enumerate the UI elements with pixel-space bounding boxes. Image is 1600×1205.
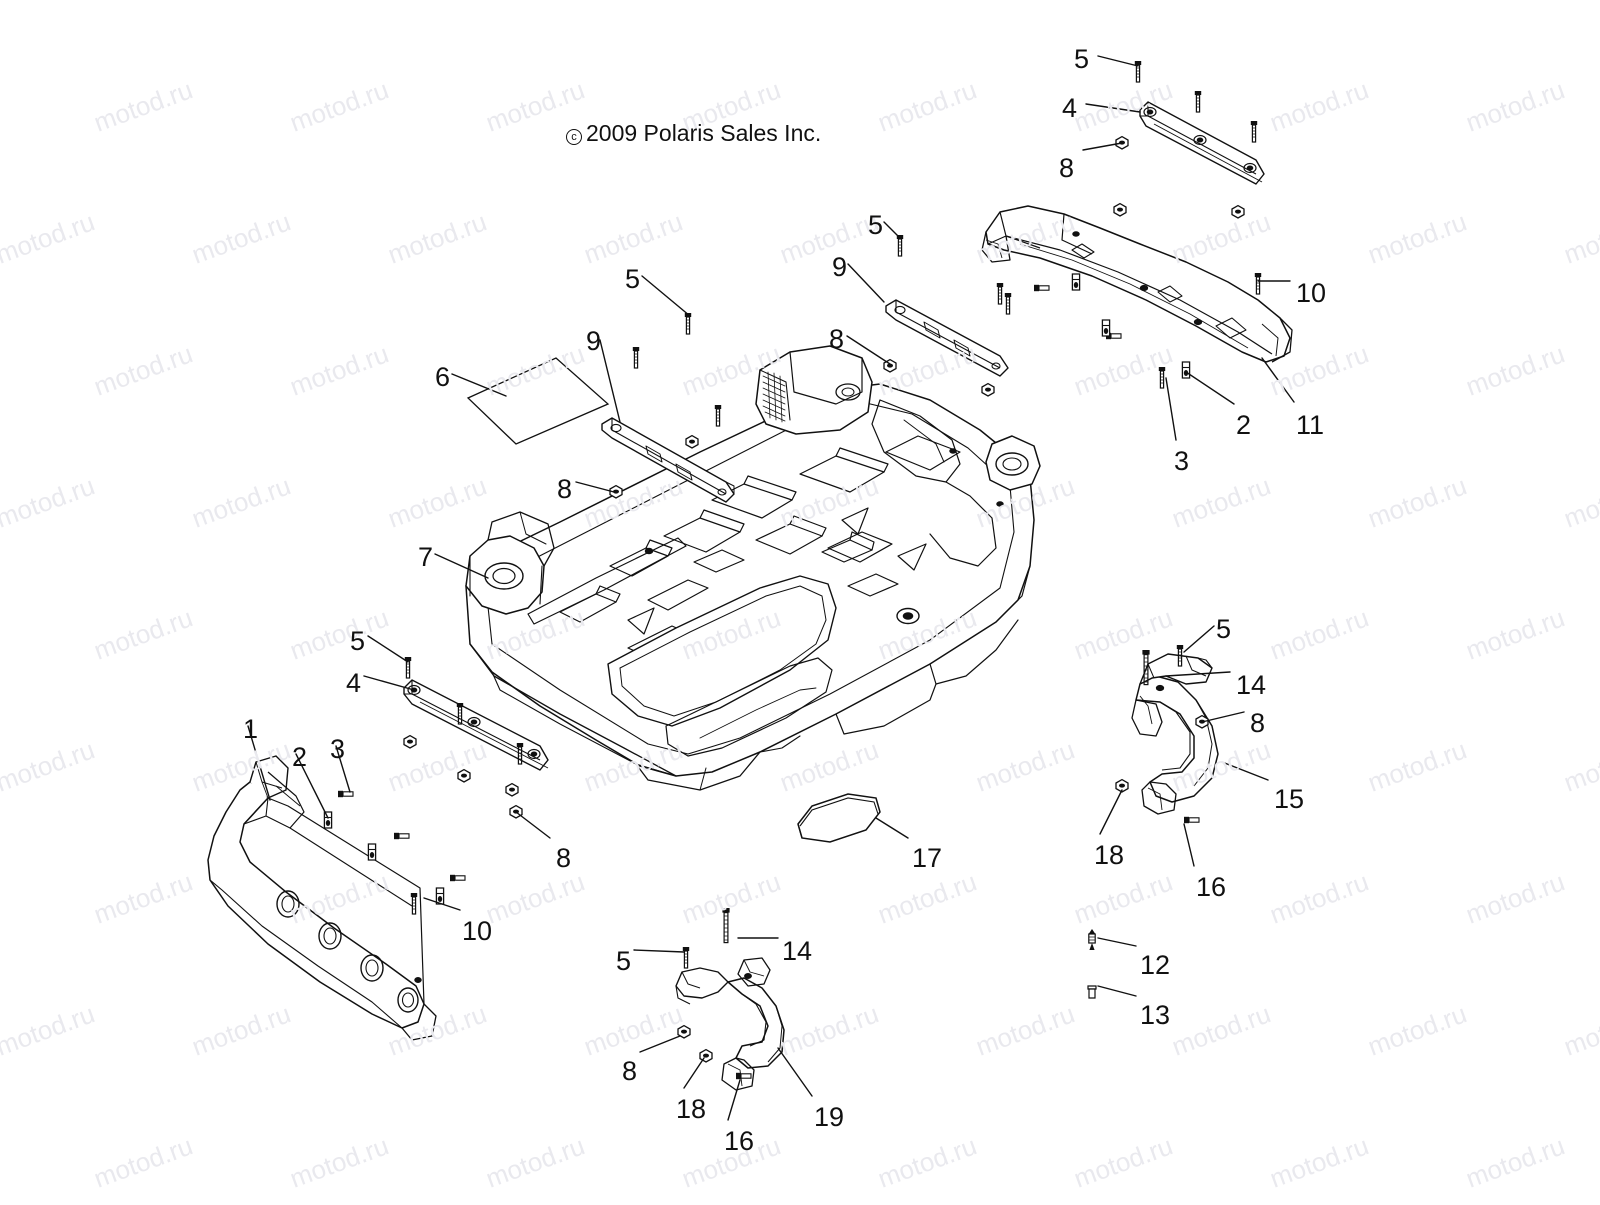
callout-c19-blower: 19: [814, 1104, 844, 1131]
callout-c5-left: 5: [625, 266, 640, 293]
callout-c17-pad: 17: [912, 845, 942, 872]
callout-c4-top: 4: [1062, 95, 1077, 122]
callout-c6-left: 6: [435, 364, 450, 391]
callout-c7-panel: 7: [418, 544, 433, 571]
callout-c10-bumper: 10: [462, 918, 492, 945]
callout-c16-right: 16: [1196, 874, 1226, 901]
callout-c8-right: 8: [1250, 710, 1265, 737]
callout-c8-mid: 8: [829, 326, 844, 353]
callout-c12-fast: 12: [1140, 952, 1170, 979]
callout-c14-left: 14: [782, 938, 812, 965]
callout-c11-right: 11: [1296, 412, 1324, 439]
callout-c2-bumper: 2: [292, 744, 307, 771]
callout-c5-mid: 5: [868, 212, 883, 239]
callout-c18-right: 18: [1094, 842, 1124, 869]
callout-c8-blower: 8: [622, 1058, 637, 1085]
callout-c4-lower: 4: [346, 670, 361, 697]
callout-c15-right: 15: [1274, 786, 1304, 813]
callout-c1-bumper: 1: [243, 716, 258, 743]
callout-c5-top: 5: [1074, 46, 1089, 73]
callout-c18-blower: 18: [676, 1096, 706, 1123]
callout-c3-bumper: 3: [330, 736, 345, 763]
callout-c13-fast: 13: [1140, 1002, 1170, 1029]
callout-c5-lower: 5: [350, 628, 365, 655]
callout-c2-right: 2: [1236, 412, 1251, 439]
callout-c8-top: 8: [1059, 155, 1074, 182]
callout-c8-left: 8: [557, 476, 572, 503]
callout-c5-blower: 5: [616, 948, 631, 975]
callout-c3-right: 3: [1174, 448, 1189, 475]
callout-c16-blower: 16: [724, 1128, 754, 1155]
callout-c5-right: 5: [1216, 616, 1231, 643]
callout-c9-left: 9: [586, 328, 601, 355]
callout-c14-right: 14: [1236, 672, 1266, 699]
callout-c10-right: 10: [1296, 280, 1326, 307]
callout-c9-mid: 9: [832, 254, 847, 281]
callout-c8-bumper: 8: [556, 845, 571, 872]
